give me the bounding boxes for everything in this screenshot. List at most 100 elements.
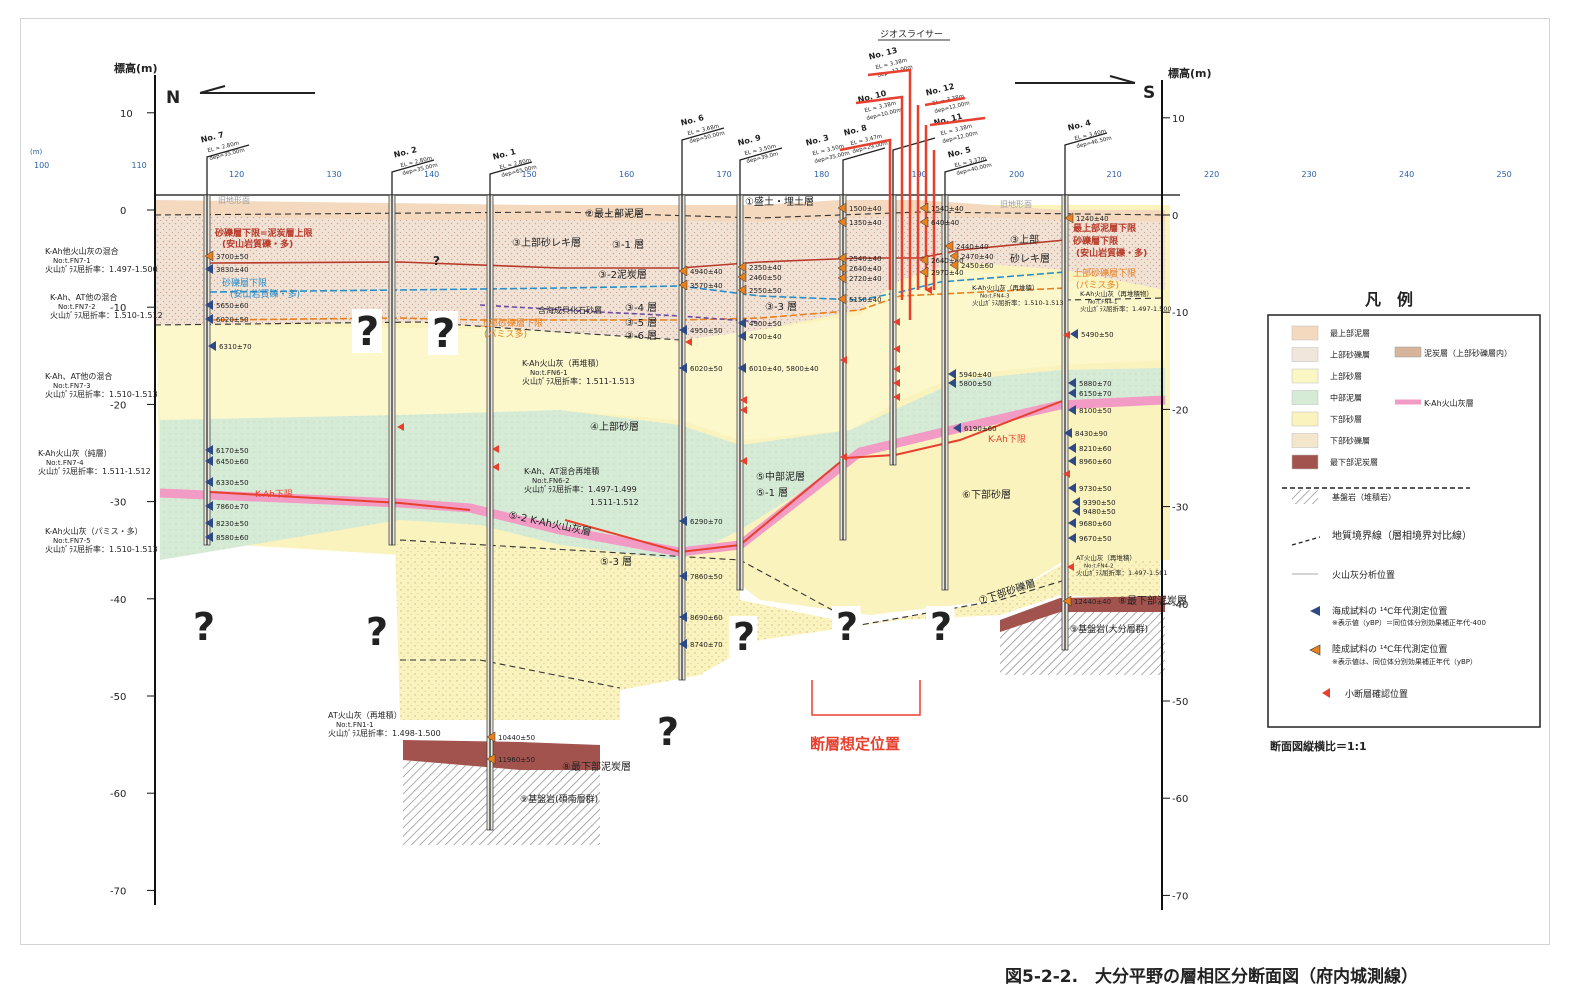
legend-label: 下部砂層 [1330, 414, 1362, 424]
question-mark: ? [657, 710, 679, 754]
tephra-note: K-Ah火山灰（再堆積）No:t.FN4-3火山ｶﾞﾗｽ屈折率：1.510-1.… [972, 283, 1064, 307]
borehole-head [944, 159, 988, 195]
dated-sample: 3830±40 [205, 264, 249, 274]
layer-label-9: ③-6 層 [625, 330, 657, 342]
dated-sample: 2640±40 [919, 254, 964, 266]
terrestrial-marker [1064, 212, 1074, 224]
borehole-head [681, 127, 725, 195]
question-bg [428, 311, 458, 355]
tephra-no: No:t.FN7-2 [58, 303, 96, 311]
tephra-no: No:t.FN7-4 [46, 459, 84, 467]
date-label: 2460±50 [749, 274, 782, 282]
legend-swatches: 最上部泥層上部砂礫層上部砂層中部泥層下部砂層下部砂礫層最下部泥炭層泥炭層（上部砂… [1291, 325, 1512, 470]
date-label: 10440±50 [498, 734, 535, 742]
legend-swatch [1291, 454, 1319, 470]
date-label: 5940±40 [959, 371, 992, 379]
note-orange-3: 上部砂礫層下限 [1073, 267, 1136, 279]
legend-label: 上部砂礫層 [1330, 350, 1370, 360]
date-label: 6020±50 [690, 365, 723, 373]
layer-label-1: ①盛土・埋土層 [745, 195, 814, 208]
borehole-name: No. 9 [737, 133, 762, 148]
fault-marker [840, 356, 847, 364]
date-label: 2640±40 [931, 257, 964, 265]
marine-marker [205, 532, 213, 542]
question-bg [362, 611, 391, 653]
terrestrial-marker [919, 202, 929, 214]
date-label: 5490±50 [1081, 331, 1114, 339]
borehole-name: No. 3 [805, 133, 830, 147]
sample-markers: 3700±503830±405650±606020±506310±706170±… [204, 202, 1116, 765]
date-label: 1350±40 [849, 219, 882, 227]
dated-sample: 8580±60 [205, 532, 249, 542]
elev-label: -30 [1172, 503, 1188, 514]
elev-label-left: 標高(m) [114, 61, 158, 75]
date-label: 6450±60 [216, 458, 249, 466]
marine-marker [1068, 518, 1076, 528]
elev-label: -60 [110, 789, 126, 800]
legend-title: 凡 例 [1365, 290, 1413, 309]
marine-marker [1064, 428, 1072, 438]
marine-marker [205, 300, 213, 310]
fault-marker [925, 286, 932, 294]
layer-label-15: ⑥下部砂層 [962, 488, 1011, 501]
dated-sample: 2720±40 [837, 272, 882, 284]
tephra-no: No:t.FN6-2 [532, 477, 570, 485]
borehole-head [391, 159, 435, 195]
borehole-name: No. 5 [947, 145, 972, 160]
question-bg [926, 606, 955, 648]
layer-upper-sand [155, 270, 1165, 440]
fault-label: 断層想定位置 [810, 735, 900, 753]
legend-label: 泥炭層（上部砂礫層内） [1424, 348, 1512, 358]
dated-sample: 8100±50 [1068, 405, 1112, 415]
marine-marker [205, 456, 213, 466]
date-label: 2640±40 [849, 265, 882, 273]
marine-marker [1070, 329, 1078, 339]
tephra-title: K-Ah火山灰（再堆積） [522, 358, 604, 368]
terrestrial-marker [678, 279, 688, 291]
fault-marker [893, 345, 900, 353]
question-bg [653, 711, 682, 753]
legend-swatch [1291, 411, 1319, 427]
distance-label: 180 [814, 170, 829, 179]
legend-fault-small: 小断層確認位置 [1345, 688, 1408, 700]
legend-bedrock: 基盤岩（堆積岩） [1332, 492, 1396, 502]
terrestrial-marker [678, 265, 688, 277]
fault-marker [740, 406, 747, 414]
date-label: 8100±50 [1079, 407, 1112, 415]
layer-label-5: ③-2泥炭層 [598, 268, 647, 281]
tephra-no: No:t.FN4-3 [980, 294, 1010, 300]
terrestrial-marker [919, 254, 929, 266]
dated-sample: 12440±40 [1062, 595, 1111, 607]
dated-sample: 8230±50 [205, 518, 249, 528]
dated-sample: 2640±40 [837, 262, 882, 274]
date-label: 5150±40 [849, 296, 882, 304]
dated-sample: 4940±40 [678, 265, 723, 277]
question-bg [832, 606, 861, 648]
fault-marker [740, 396, 747, 404]
question-bg [189, 606, 218, 648]
legend-label: K-Ah火山灰層 [1424, 398, 1474, 408]
dated-sample: 4700±40 [738, 331, 782, 341]
elev-label: -50 [110, 692, 126, 703]
borehole-name: No. 12 [925, 82, 955, 98]
layer-label-24: 旧地形面 [218, 195, 250, 205]
elev-label: -40 [1172, 600, 1188, 611]
date-label: 8960±60 [1079, 458, 1112, 466]
question-mark: ? [366, 610, 388, 654]
terrestrial-marker [837, 216, 847, 228]
dated-sample: 6150±70 [1068, 388, 1112, 398]
question-marks: ????????? [189, 254, 955, 754]
borehole-name: No. 2 [393, 145, 418, 159]
question-mark: ? [836, 605, 858, 649]
tephra-note: K-Ah、AT他の混合No:t.FN7-3火山ｶﾞﾗｽ屈折率：1.510-1.5… [45, 371, 158, 399]
marine-marker [679, 363, 687, 373]
tephra-no: No:t.FN1-1 [336, 721, 374, 729]
date-label: 2450±60 [961, 262, 994, 270]
date-label: 1500±40 [849, 205, 882, 213]
layer-label-11: ⑤中部泥層 [756, 470, 805, 483]
date-label: 3700±50 [216, 253, 249, 261]
figure-frame [20, 18, 1550, 945]
note-red-5: (安山岩質礫・多) [1076, 247, 1147, 259]
date-label: 8430±90 [1075, 430, 1108, 438]
